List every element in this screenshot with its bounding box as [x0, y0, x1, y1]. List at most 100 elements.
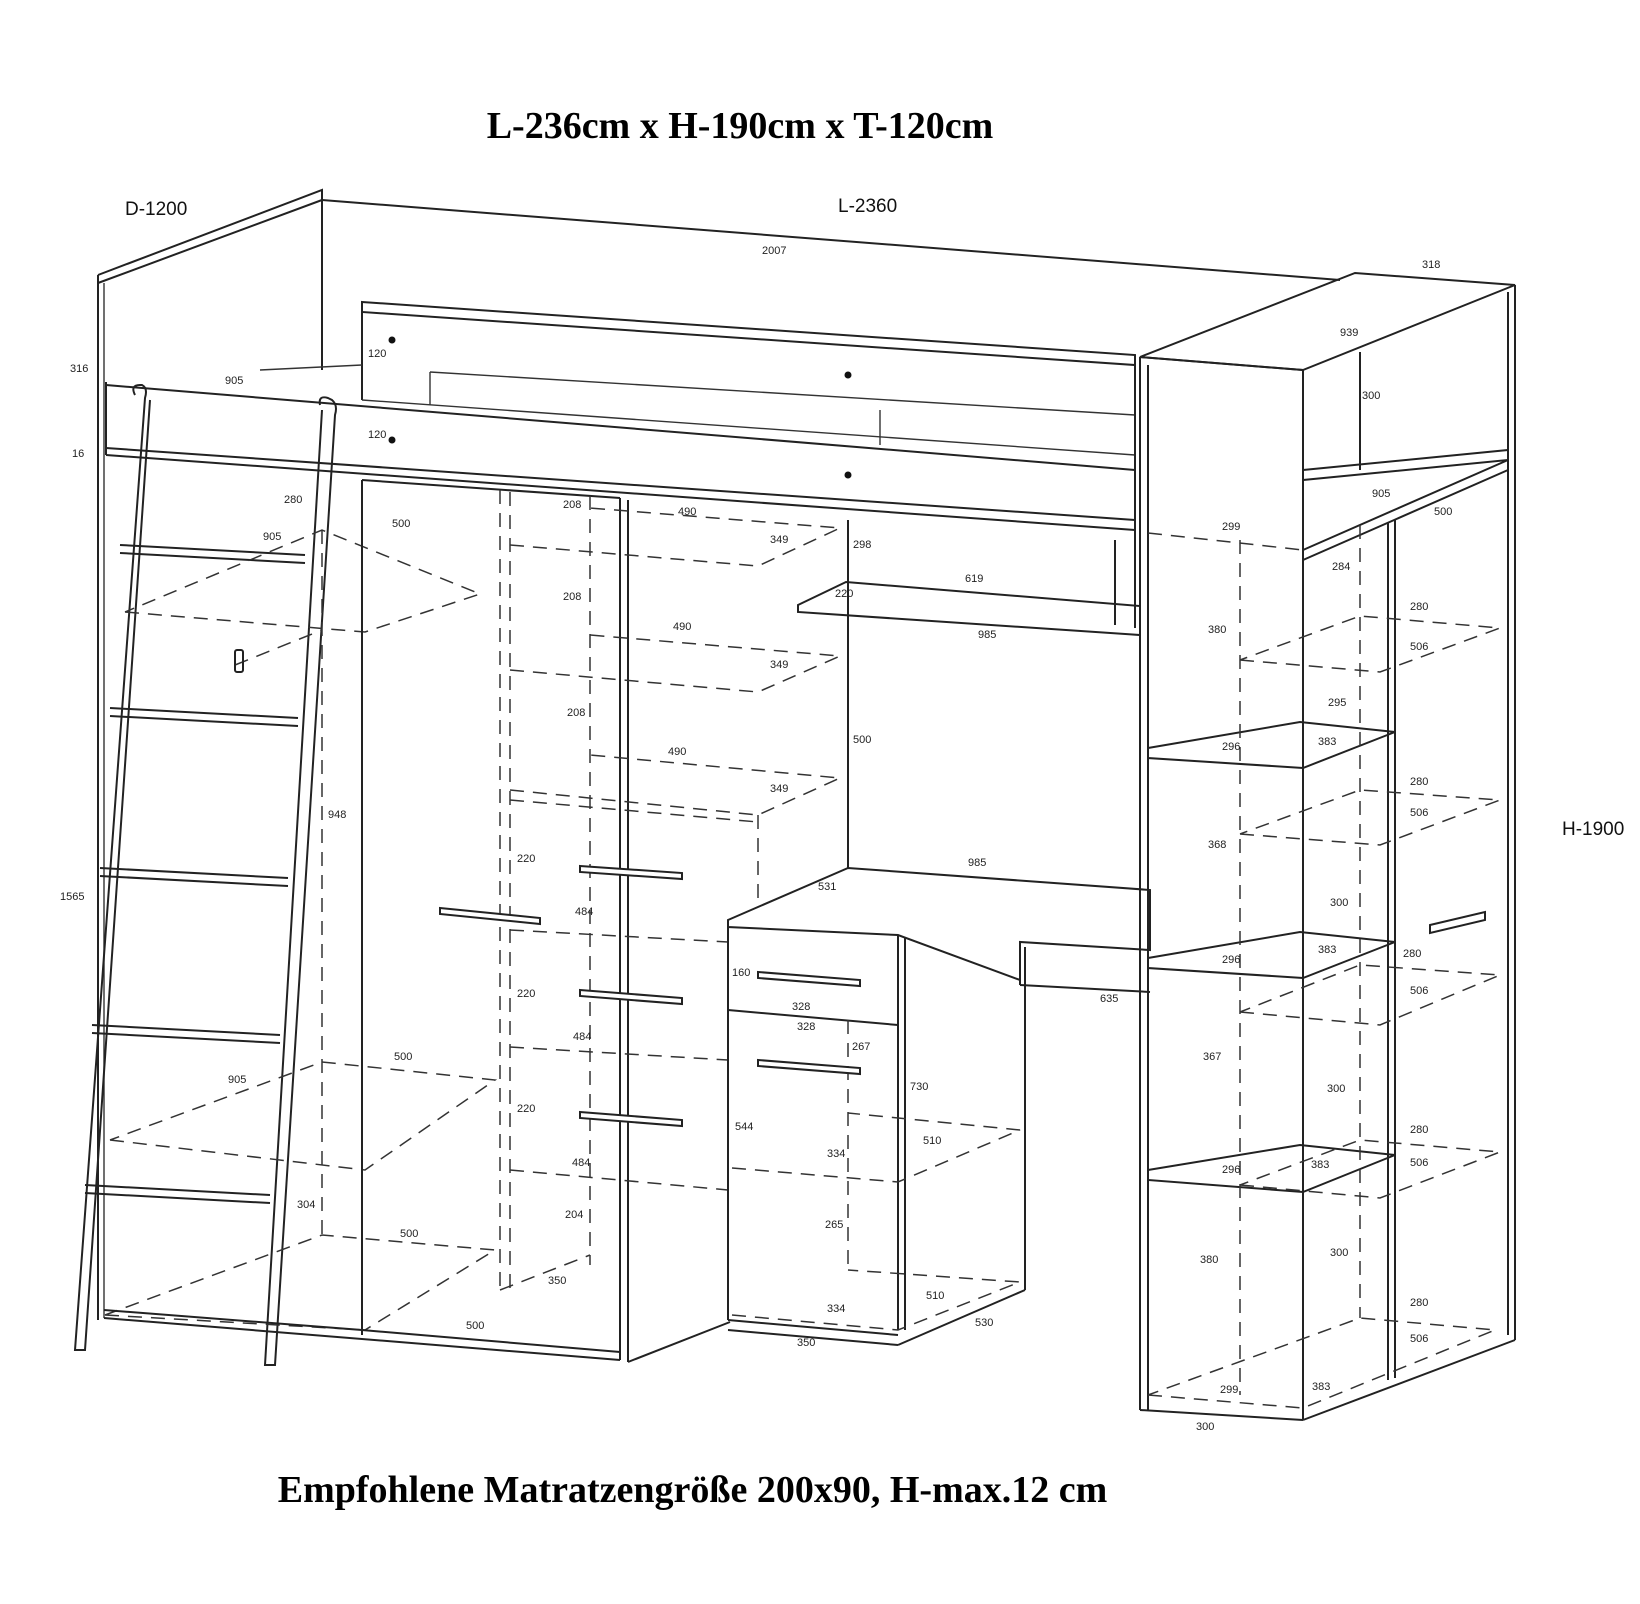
bolt-dot [844, 371, 852, 379]
dim-label: 383 [1311, 1159, 1329, 1171]
dim-label: 280 [1410, 1124, 1428, 1136]
bolt-dot [844, 471, 852, 479]
dim-label: 204 [565, 1209, 583, 1221]
dim-label: 506 [1410, 807, 1428, 819]
dim-label: 296 [1222, 741, 1240, 753]
dim-label: 905 [263, 531, 281, 543]
dim-label: 905 [1372, 488, 1390, 500]
ladder [73, 384, 337, 1366]
dim-label: 484 [572, 1157, 590, 1169]
dim-label: 280 [1410, 601, 1428, 613]
dim-label: 383 [1318, 944, 1336, 956]
dim-label: 220 [517, 988, 535, 1000]
dim-label: 208 [567, 707, 585, 719]
dim-label: 296 [1222, 954, 1240, 966]
dim-label: 220 [517, 1103, 535, 1115]
dim-label: 300 [1330, 1247, 1348, 1259]
dim-label: 328 [792, 1001, 810, 1013]
dim-label: 280 [1403, 948, 1421, 960]
dim-label: 500 [853, 734, 871, 746]
dim-label: 619 [965, 573, 983, 585]
dim-label: 530 [975, 1317, 993, 1329]
dim-label: 295 [1328, 697, 1346, 709]
bed-frame [105, 355, 1136, 531]
dim-label: 208 [563, 591, 581, 603]
dim-label: 506 [1410, 1333, 1428, 1345]
mattress-note: Empfohlene Matratzengröße 200x90, H-max.… [277, 1469, 1108, 1511]
dim-label: 367 [1203, 1051, 1221, 1063]
dim-label: 304 [297, 1199, 315, 1211]
dim-label: 299 [1220, 1384, 1238, 1396]
dim-label: 484 [575, 906, 593, 918]
back-rail [321, 199, 1341, 445]
dim-label: 380 [1200, 1254, 1218, 1266]
dim-label: 280 [1410, 776, 1428, 788]
desk [727, 520, 1151, 993]
dim-label: 948 [328, 809, 346, 821]
bolt-dot [388, 436, 396, 444]
dim-label: 334 [827, 1148, 845, 1160]
length-label: L-2360 [838, 196, 897, 217]
dim-label: 120 [368, 348, 386, 360]
dim-label: 484 [573, 1031, 591, 1043]
left-shelving [104, 529, 498, 1331]
dim-label: 298 [853, 539, 871, 551]
dim-label: 16 [72, 448, 84, 460]
dim-label: 490 [678, 506, 696, 518]
dim-label: 296 [1222, 1164, 1240, 1176]
dim-label: 635 [1100, 993, 1118, 1005]
dim-label: 349 [770, 659, 788, 671]
dim-label: 350 [548, 1275, 566, 1287]
dim-label: 506 [1410, 1157, 1428, 1169]
dim-label: 1565 [60, 891, 84, 903]
dim-label: 120 [368, 429, 386, 441]
bolt-dot [388, 336, 396, 344]
height-label: H-1900 [1562, 819, 1624, 840]
dim-label: 730 [910, 1081, 928, 1093]
depth-label: D-1200 [125, 199, 187, 220]
dim-label: 544 [735, 1121, 753, 1133]
dim-label: 220 [517, 853, 535, 865]
dim-label: 506 [1410, 641, 1428, 653]
dim-label: 500 [392, 518, 410, 530]
dim-label: 318 [1422, 259, 1440, 271]
dim-label: 500 [400, 1228, 418, 1240]
dim-label: 500 [466, 1320, 484, 1332]
dim-label: 510 [923, 1135, 941, 1147]
dim-label: 368 [1208, 839, 1226, 851]
dim-label: 383 [1312, 1381, 1330, 1393]
dim-label: 334 [827, 1303, 845, 1315]
dim-label: 490 [673, 621, 691, 633]
dimensions-title: L-236cm x H-190cm x T-120cm [486, 105, 994, 147]
dim-label: 220 [835, 588, 853, 600]
dim-label: 905 [228, 1074, 246, 1086]
dim-label: 208 [563, 499, 581, 511]
dim-label: 267 [852, 1041, 870, 1053]
desk-pedestal [727, 927, 1026, 1346]
dim-label: 300 [1327, 1083, 1345, 1095]
dim-label: 160 [732, 967, 750, 979]
dim-label: 300 [1330, 897, 1348, 909]
dim-label: 316 [70, 363, 88, 375]
dim-label: 531 [818, 881, 836, 893]
dim-label: 510 [926, 1290, 944, 1302]
dim-label: 299 [1222, 521, 1240, 533]
dim-label: 985 [978, 629, 996, 641]
dim-label: 939 [1340, 327, 1358, 339]
dim-label: 500 [1434, 506, 1452, 518]
dim-label: 280 [1410, 1297, 1428, 1309]
dim-label: 300 [1362, 390, 1380, 402]
wardrobe [103, 479, 843, 1363]
dim-label: 265 [825, 1219, 843, 1231]
dim-label: 383 [1318, 736, 1336, 748]
dim-label: 328 [797, 1021, 815, 1033]
dim-label: 350 [797, 1337, 815, 1349]
dim-label: 905 [225, 375, 243, 387]
dim-label: 506 [1410, 985, 1428, 997]
dim-label: 985 [968, 857, 986, 869]
dim-label: 284 [1332, 561, 1350, 573]
dim-label: 349 [770, 783, 788, 795]
dim-label: 490 [668, 746, 686, 758]
dim-label: 349 [770, 534, 788, 546]
